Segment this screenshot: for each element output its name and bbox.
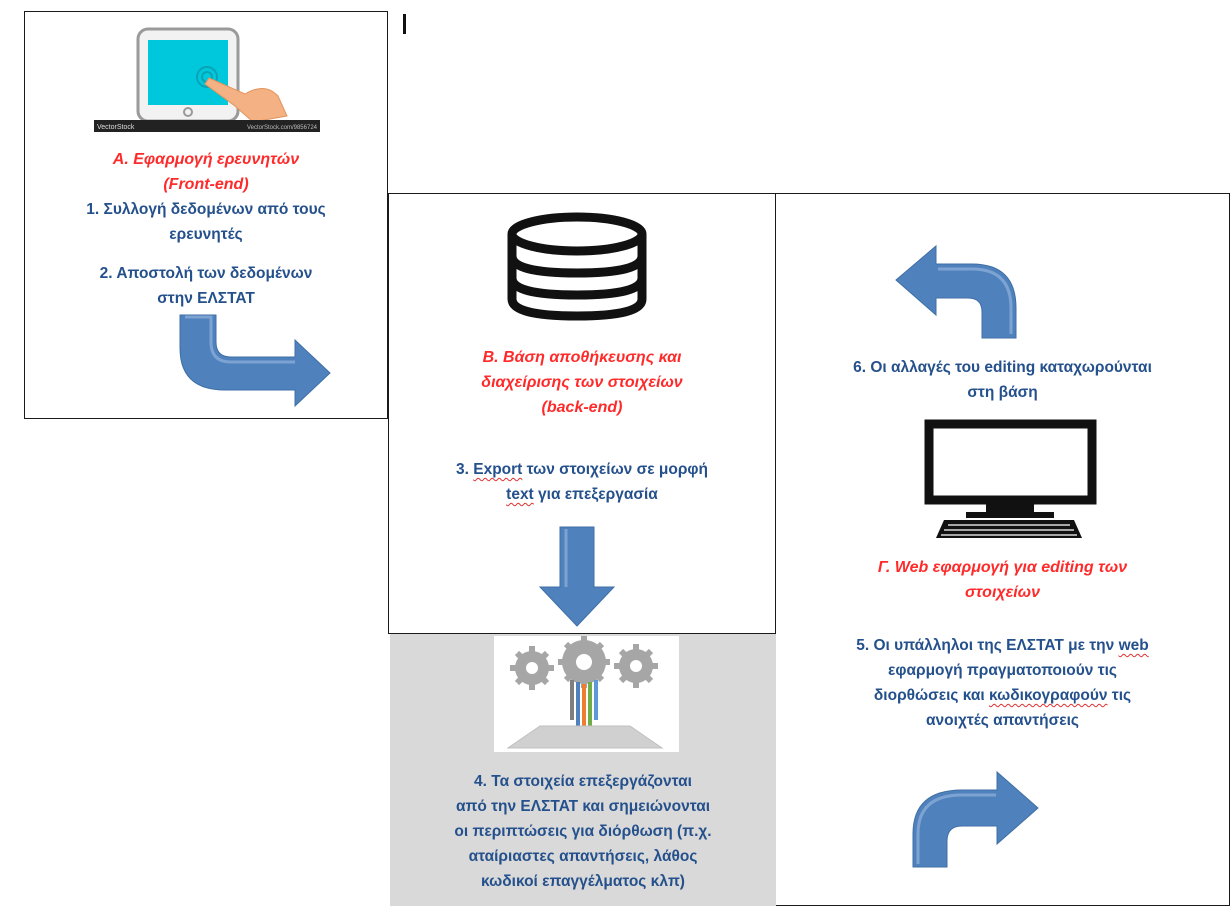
step5-line4: ανοιχτές απαντήσεις — [926, 712, 1079, 729]
step6-line2: στη βάση — [967, 384, 1038, 401]
step2-line1: 2. Αποστολή των δεδομένων — [99, 265, 313, 282]
step3-line1: 3. Export των στοιχείων σε μορφή — [456, 461, 708, 478]
panel-b-title-line3: (back-end) — [541, 399, 623, 416]
panel-a-title: Α. Εφαρμογή ερευνητών — [112, 151, 300, 168]
panel-b-title-line1: Β. Βάση αποθήκευσης και — [482, 349, 682, 366]
panel-a-subtitle: (Front-end) — [163, 176, 249, 193]
tablet-url: VectorStock.com/9856724 — [247, 125, 318, 131]
panel-c-title-line1: Γ. Web εφαρμογή για editing των — [877, 559, 1128, 576]
step1-line2: ερευνητές — [169, 226, 243, 243]
step4-line2: από την ΕΛΣΤΑΤ και σημειώνονται — [455, 798, 711, 815]
step4-line3: οι περιπτώσεις για διόρθωση (π.χ. — [454, 823, 712, 840]
panel-web-editing: 6. Οι αλλαγές του editing καταχωρούνται … — [775, 193, 1230, 906]
step5-line1: 5. Οι υπάλληλοι της ΕΛΣΤΑΤ με την web — [856, 637, 1149, 654]
curved-arrow-up-left-icon — [895, 244, 1017, 339]
text-cursor — [403, 14, 406, 34]
curved-arrow-up-right-icon — [912, 770, 1039, 868]
panel-processing: 4. Τα στοιχεία επεξεργάζονται από την ΕΛ… — [390, 634, 776, 906]
arrow-down-icon — [538, 526, 616, 627]
step4-line4: αταίριαστες απαντήσεις, λάθος — [468, 848, 698, 865]
desktop-computer-icon — [924, 419, 1097, 538]
step6-line1: 6. Οι αλλαγές του editing καταχωρούνται — [853, 359, 1152, 376]
panel-front-end: VectorStock VectorStock.com/9856724 Α. Ε… — [24, 11, 388, 419]
panel-back-end: Β. Βάση αποθήκευσης και διαχείρισης των … — [388, 193, 776, 634]
panel-b-title-line2: διαχείρισης των στοιχείων — [481, 374, 683, 391]
step4-line1: 4. Τα στοιχεία επεξεργάζονται — [474, 773, 692, 790]
curved-arrow-down-right-icon — [179, 314, 331, 408]
gears-process-icon — [494, 636, 679, 752]
step2-line2: στην ΕΛΣΤΑΤ — [157, 290, 255, 307]
tablet-touch-icon: VectorStock VectorStock.com/9856724 — [94, 27, 320, 132]
step1-line1: 1. Συλλογή δεδομένων από τους — [86, 201, 326, 218]
step3-line2: text για επεξεργασία — [506, 486, 658, 503]
panel-c-title-line2: στοιχείων — [965, 584, 1040, 601]
step5-line2: εφαρμογή πραγματοποιούν τις — [888, 662, 1117, 679]
step5-line3: διορθώσεις και κωδικογραφούν τις — [873, 687, 1132, 704]
database-icon — [507, 212, 647, 321]
step4-line5: κωδικοί επαγγέλματος κλπ) — [481, 873, 685, 890]
tablet-brand: VectorStock — [97, 124, 135, 131]
